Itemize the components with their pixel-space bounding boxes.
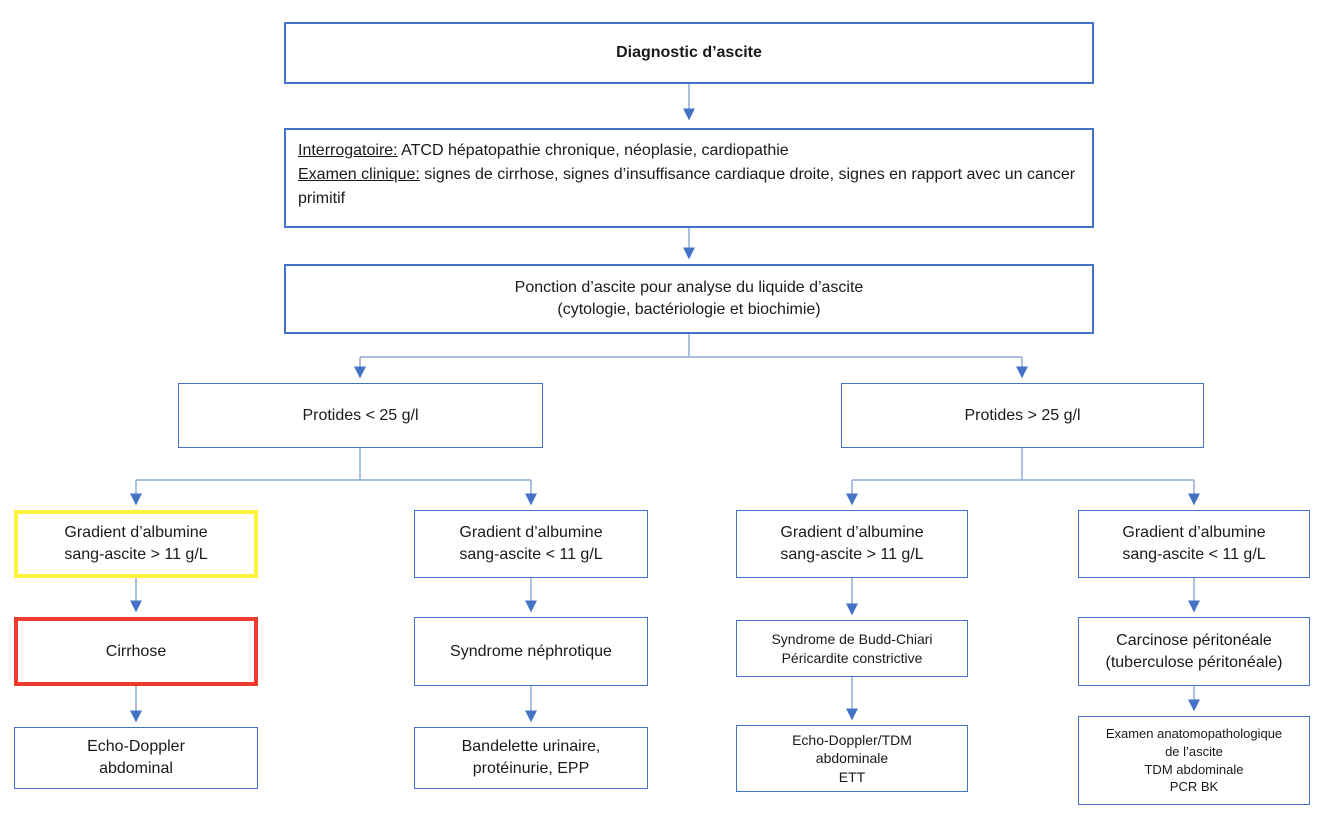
gradient-box-4: Gradient d’albumine sang-ascite < 11 g/L — [1078, 510, 1310, 578]
history-text: Interrogatoire: ATCD hépatopathie chroni… — [298, 139, 1080, 211]
workup-box-1: Echo-Doppler abdominal — [14, 727, 258, 789]
workup-box-3: Echo-Doppler/TDM abdominale ETT — [736, 725, 968, 792]
diagnosis-box-budd-chiari: Syndrome de Budd-Chiari Péricardite cons… — [736, 620, 968, 677]
examen-clinique-text: signes de cirrhose, signes d’insuffisanc… — [298, 166, 1076, 207]
gradient-box-2: Gradient d’albumine sang-ascite < 11 g/L — [414, 510, 648, 578]
diagnosis-box-carcinose: Carcinose péritonéale (tuberculose périt… — [1078, 617, 1310, 686]
title-box: Diagnostic d’ascite — [284, 22, 1094, 84]
protides-low-box: Protides < 25 g/l — [178, 383, 543, 448]
interrogatoire-text: ATCD hépatopathie chronique, néoplasie, … — [397, 142, 789, 159]
protides-high-box: Protides > 25 g/l — [841, 383, 1204, 448]
examen-clinique-label: Examen clinique: — [298, 166, 420, 183]
gradient-box-1: Gradient d’albumine sang-ascite > 11 g/L — [14, 510, 258, 578]
gradient-box-3: Gradient d’albumine sang-ascite > 11 g/L — [736, 510, 968, 578]
diagnosis-box-nephrotique: Syndrome néphrotique — [414, 617, 648, 686]
workup-box-2: Bandelette urinaire, protéinurie, EPP — [414, 727, 648, 789]
ponction-box: Ponction d’ascite pour analyse du liquid… — [284, 264, 1094, 334]
workup-box-4: Examen anatomopathologique de l’ascite T… — [1078, 716, 1310, 805]
history-box: Interrogatoire: ATCD hépatopathie chroni… — [284, 128, 1094, 228]
diagnosis-box-cirrhose: Cirrhose — [14, 617, 258, 686]
interrogatoire-label: Interrogatoire: — [298, 142, 398, 159]
